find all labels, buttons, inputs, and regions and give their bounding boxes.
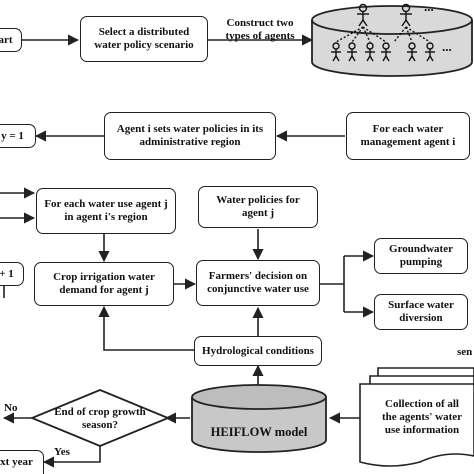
crop-irrigation-demand-box: Crop irrigation water demand for agent j bbox=[34, 262, 174, 306]
loop-i-init-box: y = 1 bbox=[0, 124, 36, 148]
select-scenario-label: Select a distributed water policy scenar… bbox=[94, 26, 194, 51]
surface-water-diversion-box: Surface water diversion bbox=[374, 294, 468, 330]
hydrological-conditions-box: Hydrological conditions bbox=[194, 336, 322, 366]
ellipsis-bottom: ... bbox=[442, 39, 452, 54]
groundwater-pumping-label: Groundwater pumping bbox=[389, 243, 453, 268]
cut-text-right: sen bbox=[457, 346, 473, 358]
heiflow-cylinder bbox=[191, 384, 327, 453]
loop-j-increment-box: + 1 bbox=[0, 262, 24, 286]
for-each-mgmt-agent-label: For each water management agent i bbox=[360, 123, 456, 148]
collection-document-stack bbox=[359, 367, 474, 467]
agent-pool-cylinder bbox=[311, 5, 473, 77]
agent-sets-policies-box: Agent i sets water policies in its admin… bbox=[104, 112, 276, 160]
ellipsis-top: ... bbox=[424, 0, 434, 14]
for-each-mgmt-agent-box: For each water management agent i bbox=[346, 112, 470, 160]
hydrological-conditions-label: Hydrological conditions bbox=[202, 344, 314, 357]
water-policies-for-agent-box: Water policies for agent j bbox=[198, 186, 318, 228]
crop-irrigation-demand-label: Crop irrigation water demand for agent j bbox=[53, 271, 155, 296]
edge-hydro-to-demand bbox=[98, 305, 194, 351]
collection-label: Collection of all the agents' water use … bbox=[381, 398, 463, 436]
next-year-box: xt year bbox=[0, 450, 44, 474]
start-label: art bbox=[0, 33, 13, 46]
for-each-use-agent-label: For each water use agent j in agent i's … bbox=[44, 198, 168, 223]
edge-yes bbox=[42, 446, 101, 468]
agent-figures bbox=[331, 3, 435, 62]
heiflow-model-label: HEIFLOW model bbox=[210, 425, 308, 439]
edge-loop-j bbox=[0, 284, 5, 298]
loop-i-init-label: y = 1 bbox=[1, 129, 24, 142]
next-year-label: xt year bbox=[0, 456, 33, 468]
groundwater-pumping-box: Groundwater pumping bbox=[374, 238, 468, 274]
water-policies-for-agent-label: Water policies for agent j bbox=[216, 194, 300, 219]
edge-yes-label: Yes bbox=[54, 446, 70, 458]
loop-j-increment-label: + 1 bbox=[0, 267, 14, 280]
farmers-decision-box: Farmers' decision on conjunctive water u… bbox=[196, 260, 320, 306]
end-of-season-label: End of crop growth season? bbox=[54, 406, 146, 431]
farmers-decision-label: Farmers' decision on conjunctive water u… bbox=[207, 270, 309, 295]
select-scenario-box: Select a distributed water policy scenar… bbox=[80, 16, 208, 62]
construct-agents-label: Construct two types of agents bbox=[225, 17, 295, 42]
for-each-use-agent-box: For each water use agent j in agent i's … bbox=[36, 188, 176, 234]
end-of-season-diamond bbox=[29, 389, 171, 447]
surface-water-diversion-label: Surface water diversion bbox=[388, 299, 454, 324]
start-node: art bbox=[0, 28, 22, 52]
edge-no-label: No bbox=[4, 402, 18, 414]
agent-sets-policies-label: Agent i sets water policies in its admin… bbox=[116, 123, 264, 148]
